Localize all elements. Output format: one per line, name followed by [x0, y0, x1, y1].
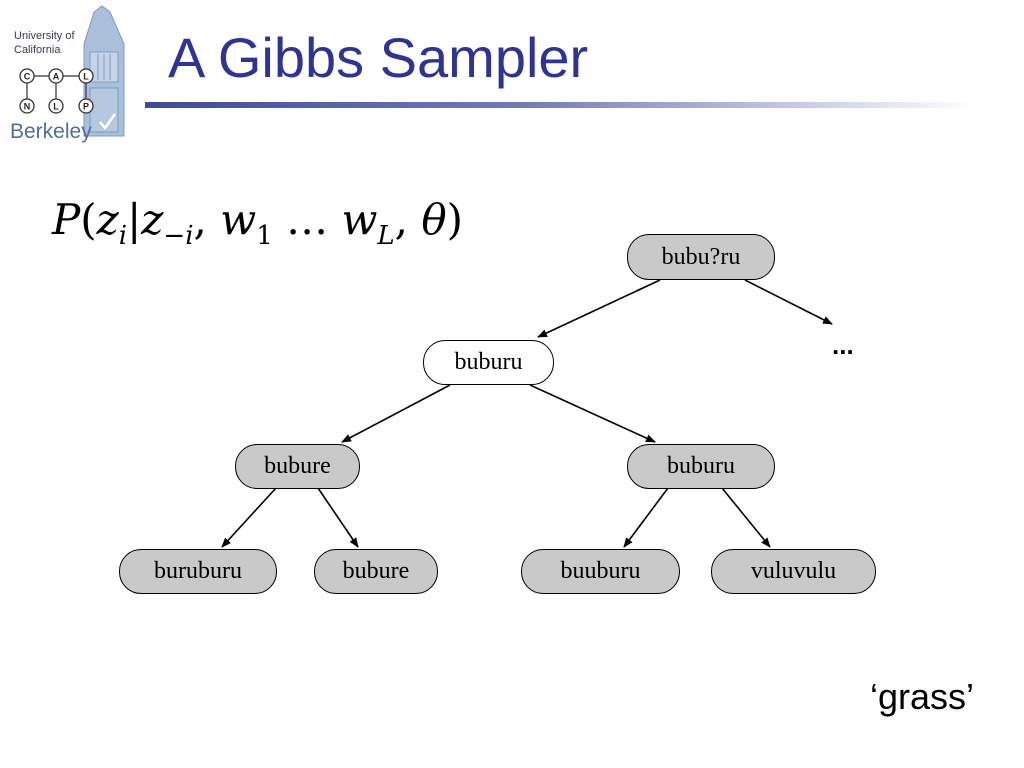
logo-node-letter: P [83, 102, 89, 112]
tree-leaf-1: buruburu [119, 549, 277, 594]
logo-node-letter: L [83, 72, 89, 82]
logo-node-letter: N [24, 102, 31, 112]
edge-right-to-leaf4 [721, 487, 771, 548]
edge-root-to-ellipsis [744, 279, 833, 325]
edge-right-to-leaf3 [623, 487, 669, 548]
edge-level1-to-left [341, 384, 451, 443]
logo-university-text: University of [14, 30, 75, 42]
tree-node-level1: buburu [423, 340, 554, 385]
edge-left-to-leaf2 [317, 487, 359, 548]
berkeley-logo: C A L N L P University of California Ber… [6, 4, 134, 150]
gloss-text: ‘grass’ [870, 676, 975, 717]
conditional-probability-formula: P(zi|z−i, w1 … wL, θ) [52, 195, 464, 251]
tree-leaf-2: bubure [314, 549, 438, 594]
tree-node-level2-right: buburu [627, 444, 775, 489]
tree-ellipsis: ... [832, 330, 854, 360]
campanile-tower-icon: C A L N L P [19, 5, 125, 137]
tree-node-root: bubu?ru [627, 234, 775, 280]
title-underline [145, 102, 975, 108]
tree-leaf-3: buuburu [521, 549, 680, 594]
slide-title: A Gibbs Sampler [168, 26, 589, 89]
logo-berkeley-wordmark: Berkeley [10, 120, 92, 143]
tree-leaf-4: vuluvulu [711, 549, 876, 594]
edge-left-to-leaf1 [221, 487, 277, 548]
tree-node-level2-left: bubure [235, 444, 360, 489]
logo-node-letter: A [53, 72, 60, 82]
logo-california-text: California [14, 44, 61, 56]
edge-level1-to-right [529, 384, 656, 443]
logo-node-letter: L [53, 102, 59, 112]
edge-root-to-level1 [537, 279, 661, 338]
logo-node-letter: C [24, 72, 31, 82]
